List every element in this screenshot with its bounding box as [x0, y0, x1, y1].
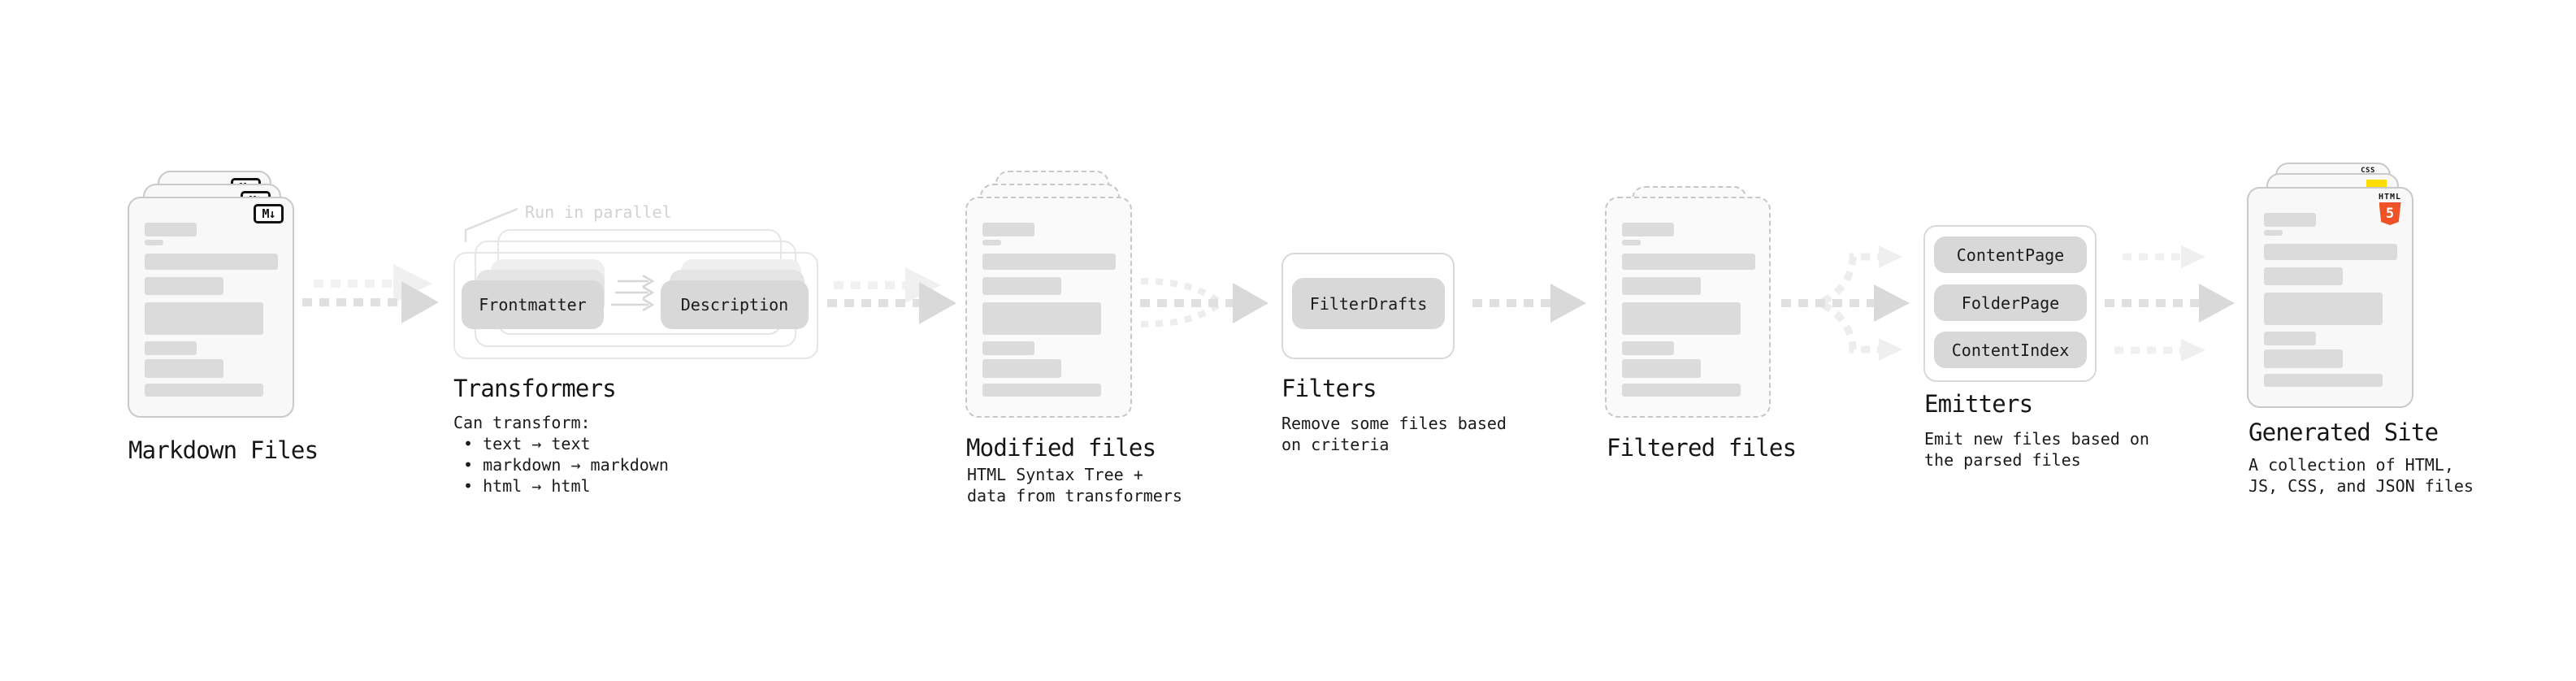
markdown-file-card-front: M↓	[128, 197, 294, 418]
html5-icon: HTML 5	[2375, 193, 2405, 225]
frontmatter-pill: Frontmatter	[462, 280, 604, 329]
content-bar	[145, 240, 163, 245]
desc-line: • text → text	[463, 434, 591, 453]
content-bar	[982, 254, 1116, 270]
document-content-placeholder	[2249, 189, 2412, 387]
document-content-placeholder	[129, 198, 293, 397]
desc-line: on criteria	[1281, 435, 1390, 454]
markdown-icon: M↓	[254, 204, 284, 223]
desc-line: • markdown → markdown	[463, 455, 669, 475]
content-bar	[2264, 349, 2343, 368]
filtered-file-card-front	[1605, 197, 1771, 418]
content-bar	[2264, 332, 2316, 345]
filterdrafts-pill: FilterDrafts	[1292, 278, 1445, 329]
content-bar	[1622, 254, 1755, 270]
content-bar	[1622, 277, 1701, 295]
stage-label-modified-files: Modified files	[966, 434, 1156, 462]
stage-desc-modified-files: HTML Syntax Tree + data from transformer…	[967, 464, 1182, 506]
document-content-placeholder	[1607, 198, 1769, 397]
stage-label-markdown-files: Markdown Files	[128, 436, 319, 464]
content-bar	[1622, 359, 1701, 378]
arrow-filtered-to-emitters	[1781, 245, 1910, 361]
content-bar	[1622, 240, 1641, 245]
content-bar	[982, 277, 1061, 295]
content-bar	[2264, 244, 2397, 260]
content-bar	[2264, 230, 2283, 236]
content-bar	[982, 302, 1101, 335]
content-bar	[982, 384, 1101, 397]
content-bar	[2264, 374, 2383, 387]
content-bar	[982, 240, 1001, 245]
contentpage-pill: ContentPage	[1934, 236, 2087, 273]
content-bar	[145, 277, 223, 295]
content-bar	[145, 302, 263, 335]
desc-line: A collection of HTML,	[2249, 455, 2454, 475]
stage-label-transformers: Transformers	[453, 375, 617, 402]
content-bar	[145, 223, 197, 236]
content-bar	[1622, 384, 1741, 397]
content-bar	[982, 341, 1034, 355]
stage-label-filtered-files: Filtered files	[1607, 434, 1797, 462]
arrow-markdown-to-transformers	[302, 264, 439, 323]
stage-desc-filters: Remove some files based on criteria	[1281, 413, 1507, 455]
content-bar	[982, 223, 1034, 236]
desc-line: the parsed files	[1924, 450, 2081, 470]
desc-line: data from transformers	[967, 486, 1182, 505]
arrow-filters-to-filtered	[1472, 284, 1586, 323]
desc-line: Can transform:	[453, 413, 591, 432]
content-bar	[145, 254, 278, 270]
content-bar	[145, 341, 197, 355]
run-in-parallel-annotation: Run in parallel	[525, 202, 672, 222]
desc-line: • html → html	[463, 476, 591, 496]
html5-icon-text: HTML	[2378, 193, 2402, 202]
content-bar	[1622, 302, 1741, 335]
desc-line: Emit new files based on	[1924, 429, 2149, 449]
stage-label-filters: Filters	[1281, 375, 1377, 402]
document-content-placeholder	[967, 198, 1130, 397]
html5-icon-number: 5	[2385, 205, 2395, 222]
arrow-emitters-to-generated	[2105, 245, 2235, 362]
content-bar	[2264, 267, 2343, 285]
modified-file-card-front	[965, 197, 1132, 418]
desc-line: JS, CSS, and JSON files	[2249, 476, 2474, 496]
contentindex-pill: ContentIndex	[1934, 332, 2087, 368]
generated-file-card-html: HTML 5	[2247, 187, 2413, 408]
content-bar	[145, 384, 263, 397]
arrow-transformers-to-modified	[827, 267, 956, 324]
content-bar	[982, 359, 1061, 378]
content-bar	[2264, 293, 2383, 325]
desc-line: HTML Syntax Tree +	[967, 465, 1143, 484]
css-icon-text: CSS	[2361, 167, 2375, 175]
arrow-modified-to-filters	[1140, 278, 1268, 327]
stage-label-emitters: Emitters	[1924, 390, 2033, 418]
stage-desc-emitters: Emit new files based on the parsed files	[1924, 428, 2149, 471]
content-bar	[1622, 341, 1674, 355]
stage-desc-transformers: Can transform: • text → text • markdown …	[453, 412, 669, 497]
description-pill: Description	[661, 280, 809, 329]
content-bar	[145, 359, 223, 378]
stage-label-generated-site: Generated Site	[2249, 419, 2439, 446]
content-bar	[2264, 213, 2316, 227]
folderpage-pill: FolderPage	[1934, 284, 2087, 321]
annotation-bracket	[464, 207, 518, 242]
desc-line: Remove some files based	[1281, 414, 1507, 433]
parallel-arrows	[611, 274, 655, 312]
transformer-card-front	[453, 252, 818, 359]
stage-desc-generated-site: A collection of HTML, JS, CSS, and JSON …	[2249, 454, 2474, 497]
content-bar	[1622, 223, 1674, 236]
html5-icon-shield: 5	[2379, 202, 2401, 225]
